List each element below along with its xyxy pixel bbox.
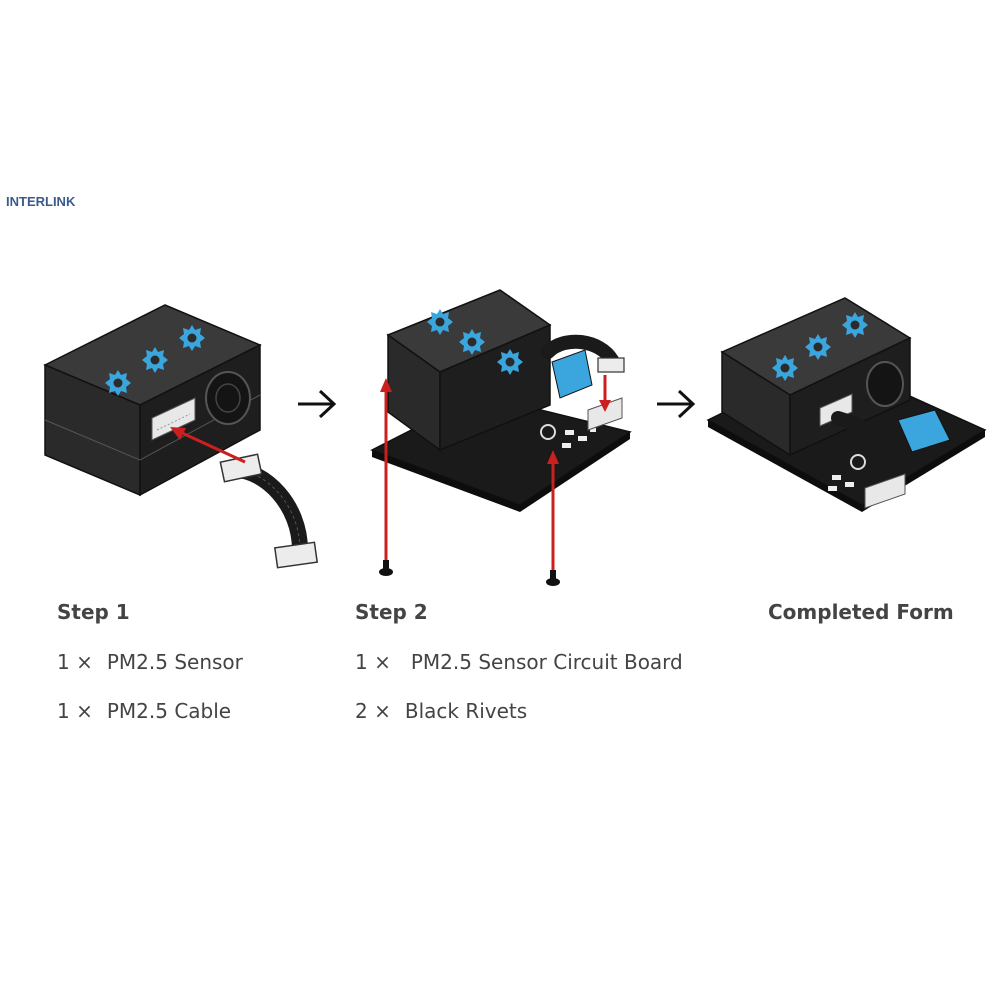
item-name: PM2.5 Sensor Circuit Board xyxy=(410,650,683,674)
arrow-right-icon xyxy=(298,389,337,419)
step1-title: Step 1 xyxy=(57,600,130,624)
brand-logo: INTERLINK xyxy=(6,194,76,209)
item-qty: 1 × xyxy=(355,650,391,674)
step2-title: Step 2 xyxy=(355,600,428,624)
step2-item-rivets: 2 × Black Rivets xyxy=(355,699,527,723)
step1-item-sensor: 1 × PM2.5 Sensor xyxy=(57,650,243,674)
completed-assembly-illustration xyxy=(706,297,987,512)
item-name: PM2.5 Sensor xyxy=(106,650,243,674)
item-name: Black Rivets xyxy=(404,699,528,723)
item-qty: 1 × xyxy=(57,699,93,723)
step2-board-illustration xyxy=(370,289,632,586)
completed-title: Completed Form xyxy=(768,600,954,624)
step2-item-board: 1 × PM2.5 Sensor Circuit Board xyxy=(355,650,683,674)
item-qty: 1 × xyxy=(57,650,93,674)
assembly-illustration xyxy=(43,289,987,586)
item-name: PM2.5 Cable xyxy=(106,699,232,723)
item-qty: 2 × xyxy=(355,699,391,723)
step1-item-cable: 1 × PM2.5 Cable xyxy=(57,699,231,723)
step1-sensor-illustration xyxy=(43,304,319,569)
arrow-right-icon xyxy=(657,389,696,419)
